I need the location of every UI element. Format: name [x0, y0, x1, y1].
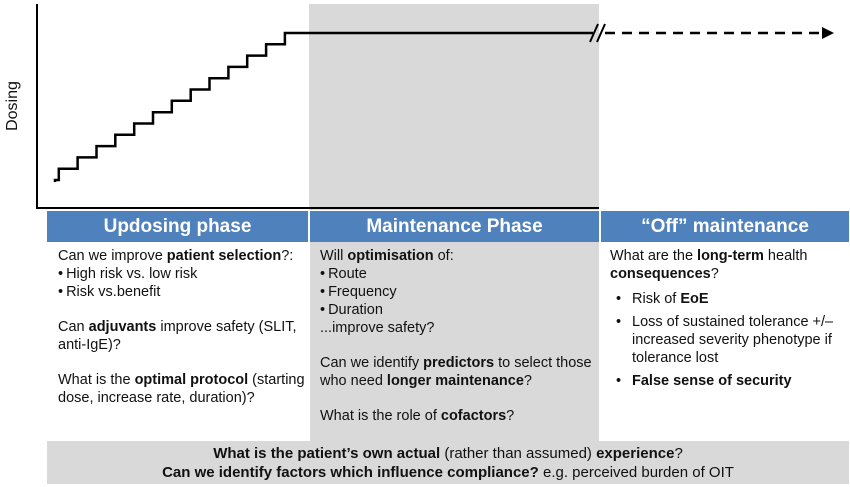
phase-header-updosing: Updosing phase	[47, 211, 308, 242]
consequences-list: Risk of EoE Loss of sustained tolerance …	[610, 290, 846, 390]
footer-line-compliance: Can we identify factors which influence …	[162, 463, 734, 481]
phase-header-maintenance: Maintenance Phase	[310, 211, 599, 242]
question-adjuvants: Can adjuvants improve safety (SLIT, anti…	[58, 319, 297, 353]
question-optimal-protocol: What is the optimal protocol (starting d…	[58, 372, 305, 406]
footer-line-experience: What is the patient’s own actual (rather…	[213, 444, 683, 462]
maintenance-questions: Will optimisation of: Route Frequency Du…	[320, 247, 596, 425]
question-predictors: Can we identify predictors to select tho…	[320, 355, 592, 389]
y-axis-label: Dosing	[4, 81, 21, 131]
list-item: Duration	[320, 301, 596, 319]
list-item: False sense of security	[610, 372, 846, 390]
question-optimisation: Will optimisation of:	[320, 248, 454, 264]
updosing-staircase-line	[53, 31, 300, 182]
optimisation-conclusion: ...improve safety?	[320, 320, 435, 336]
list-item: High risk vs. low risk	[58, 265, 308, 283]
arrow-head-icon	[822, 27, 834, 39]
axis-break-mark	[589, 23, 599, 43]
axis-break-mark	[596, 23, 606, 43]
dosing-diagram: Dosing	[4, 4, 834, 210]
question-long-term-consequences: What are the long-term health consequenc…	[610, 248, 808, 282]
phase-header-off-maintenance: “Off” maintenance	[601, 211, 849, 242]
updosing-questions: Can we improve patient selection?: High …	[58, 247, 308, 407]
list-item: Frequency	[320, 283, 596, 301]
list-item: Risk of EoE	[610, 290, 846, 308]
off-maintenance-questions: What are the long-term health consequenc…	[610, 247, 846, 395]
list-item: Risk vs.benefit	[58, 283, 308, 301]
list-item: Route	[320, 265, 596, 283]
question-patient-selection: Can we improve patient selection?:	[58, 248, 294, 264]
footer-questions: What is the patient’s own actual (rather…	[47, 441, 849, 484]
question-cofactors: What is the role of cofactors?	[320, 408, 515, 424]
list-item: Loss of sustained tolerance +/– increase…	[610, 313, 846, 367]
maintenance-shaded-region	[309, 4, 599, 210]
